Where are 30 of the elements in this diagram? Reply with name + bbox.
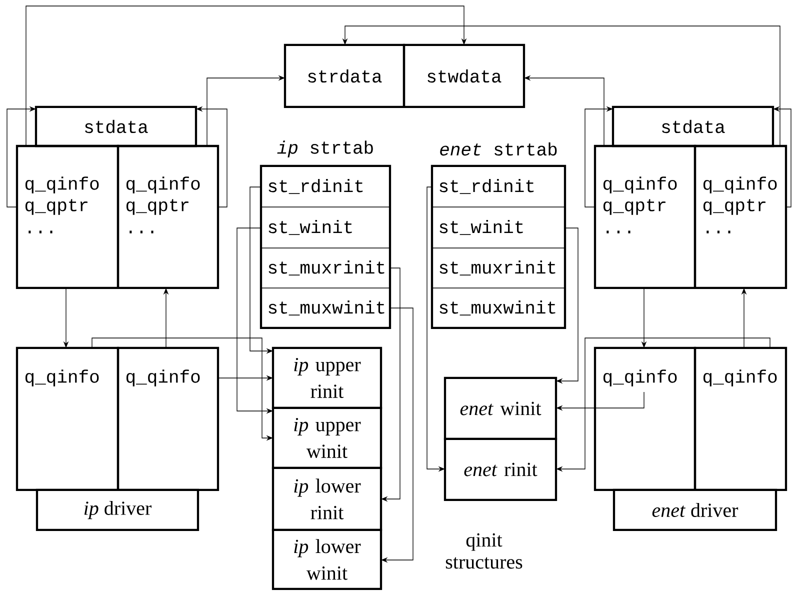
table-row: st_rdinit [260, 166, 390, 208]
queue-box: q_qinfo [694, 346, 788, 492]
arrow [26, 6, 467, 146]
qinit-box: enet winit [444, 376, 558, 440]
table-row: st_rdinit [432, 166, 566, 208]
table-row: st_muxrinit [432, 248, 566, 288]
qinit-box: enet rinit [444, 438, 558, 502]
header-box: stdata [34, 106, 198, 148]
node-label: ip strtab [277, 140, 373, 158]
qinit-box: ip lower winit [272, 528, 382, 590]
table-row: st_muxwinit [432, 288, 566, 328]
header-box: stdata [612, 106, 774, 148]
queue-box: q_qinfo q_qptr ... [116, 144, 220, 290]
queue-box: q_qinfo q_qptr ... [16, 144, 120, 290]
table-row: st_muxrinit [260, 248, 390, 288]
queue-box: q_qinfo q_qptr ... [594, 144, 696, 290]
struct-box: strdata [284, 44, 406, 108]
table-row: st_winit [260, 206, 390, 248]
driver-box: ip driver [36, 488, 200, 532]
qinit-box: ip upper winit [272, 406, 382, 470]
queue-box: q_qinfo [116, 346, 220, 492]
driver-box: enet driver [612, 488, 778, 532]
table-row: st_muxwinit [260, 288, 390, 328]
table-row: st_winit [432, 206, 566, 248]
queue-box: q_qinfo q_qptr ... [694, 144, 788, 290]
node-label: enet strtab [440, 142, 557, 156]
caption-text: qinit structures [446, 533, 522, 569]
queue-box: q_qinfo [16, 346, 120, 492]
struct-box: stwdata [402, 44, 526, 108]
queue-box: q_qinfo [594, 346, 696, 492]
